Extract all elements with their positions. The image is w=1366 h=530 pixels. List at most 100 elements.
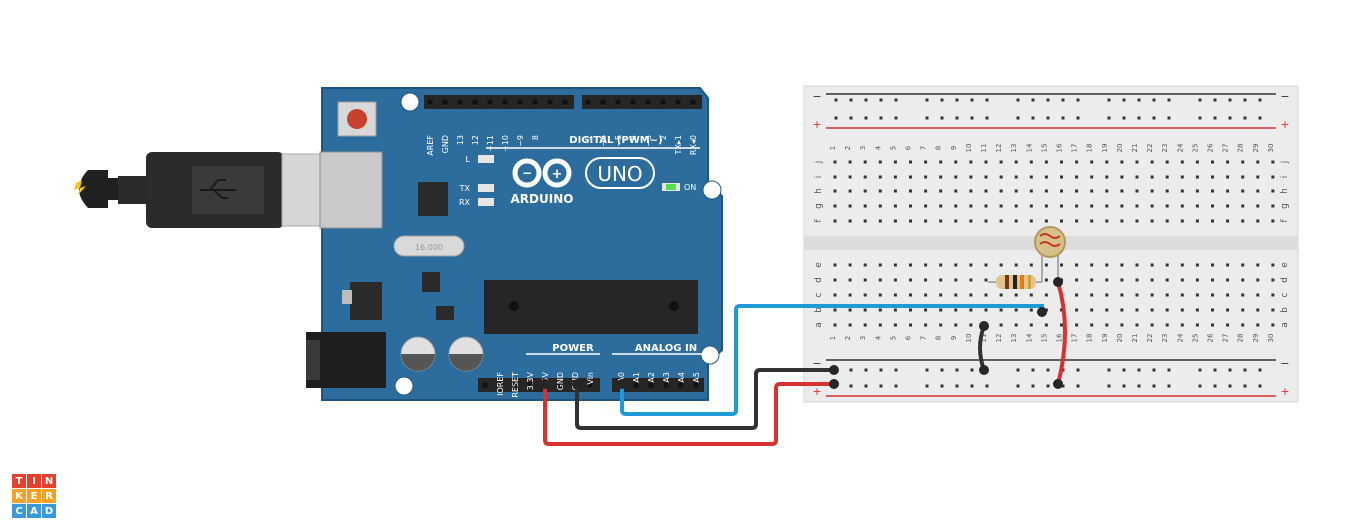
breadboard-hole[interactable]	[1060, 160, 1063, 164]
breadboard-hole[interactable]	[1120, 204, 1124, 208]
breadboard-hole[interactable]	[1135, 263, 1139, 267]
rail-hole[interactable]	[970, 368, 974, 372]
breadboard-hole[interactable]	[939, 204, 943, 208]
breadboard-hole[interactable]	[1060, 204, 1063, 208]
rail-hole[interactable]	[1137, 116, 1141, 120]
rail-hole[interactable]	[879, 384, 883, 388]
rail-hole[interactable]	[864, 98, 868, 102]
header-pin[interactable]	[690, 99, 696, 105]
wire-5v-red[interactable]	[540, 379, 839, 446]
rail-hole[interactable]	[1213, 368, 1217, 372]
breadboard-hole[interactable]	[1014, 160, 1018, 164]
rail-hole[interactable]	[1152, 98, 1156, 102]
breadboard-hole[interactable]	[1271, 175, 1275, 179]
breadboard-hole[interactable]	[893, 160, 897, 164]
breadboard-hole[interactable]	[909, 160, 912, 164]
breadboard-hole[interactable]	[893, 308, 897, 312]
breadboard-hole[interactable]	[1075, 278, 1079, 282]
breadboard-hole[interactable]	[1150, 189, 1154, 193]
breadboard-hole[interactable]	[909, 219, 912, 223]
breadboard-hole[interactable]	[1105, 189, 1109, 193]
breadboard-hole[interactable]	[1195, 175, 1199, 179]
breadboard-hole[interactable]	[939, 293, 943, 297]
rail-hole[interactable]	[1228, 98, 1232, 102]
header-pin[interactable]	[482, 382, 488, 388]
breadboard-hole[interactable]	[1195, 263, 1199, 267]
breadboard-hole[interactable]	[1211, 219, 1214, 223]
breadboard-hole[interactable]	[1120, 160, 1124, 164]
breadboard-hole[interactable]	[999, 204, 1003, 208]
breadboard-hole[interactable]	[1271, 278, 1275, 282]
breadboard-hole[interactable]	[1029, 219, 1033, 223]
breadboard-hole[interactable]	[1105, 160, 1109, 164]
breadboard-hole[interactable]	[1090, 323, 1094, 327]
breadboard-hole[interactable]	[833, 160, 837, 164]
rail-hole[interactable]	[849, 98, 853, 102]
rail-hole[interactable]	[1228, 384, 1232, 388]
breadboard-hole[interactable]	[1029, 308, 1033, 312]
breadboard-hole[interactable]	[1271, 308, 1275, 312]
breadboard-hole[interactable]	[863, 308, 867, 312]
wire-gnd-breadboard[interactable]	[978, 321, 989, 375]
breadboard-hole[interactable]	[1256, 189, 1260, 193]
breadboard-hole[interactable]	[1150, 293, 1154, 297]
breadboard-hole[interactable]	[1105, 175, 1109, 179]
breadboard-hole[interactable]	[984, 204, 988, 208]
header-pin[interactable]	[517, 99, 523, 105]
breadboard-hole[interactable]	[984, 175, 988, 179]
breadboard-hole[interactable]	[878, 175, 882, 179]
breadboard-hole[interactable]	[878, 323, 882, 327]
breadboard-hole[interactable]	[1241, 308, 1245, 312]
breadboard-hole[interactable]	[1075, 308, 1079, 312]
breadboard-hole[interactable]	[1150, 204, 1154, 208]
breadboard-hole[interactable]	[939, 278, 943, 282]
breadboard-hole[interactable]	[878, 189, 882, 193]
rail-hole[interactable]	[1046, 98, 1050, 102]
breadboard-hole[interactable]	[863, 204, 867, 208]
header-pin[interactable]	[547, 99, 553, 105]
rail-hole[interactable]	[970, 384, 974, 388]
breadboard-hole[interactable]	[939, 219, 943, 223]
breadboard-hole[interactable]	[1180, 293, 1184, 297]
breadboard-hole[interactable]	[1256, 263, 1260, 267]
breadboard-hole[interactable]	[1029, 189, 1033, 193]
breadboard-hole[interactable]	[878, 160, 882, 164]
rail-hole[interactable]	[894, 116, 898, 120]
breadboard-hole[interactable]	[1211, 175, 1214, 179]
breadboard-hole[interactable]	[1014, 219, 1018, 223]
rail-hole[interactable]	[1152, 384, 1156, 388]
rail-hole[interactable]	[894, 368, 898, 372]
breadboard-hole[interactable]	[1135, 160, 1139, 164]
breadboard-hole[interactable]	[1241, 278, 1245, 282]
rail-hole[interactable]	[1213, 98, 1217, 102]
breadboard-hole[interactable]	[833, 293, 837, 297]
breadboard-hole[interactable]	[909, 175, 912, 179]
breadboard-hole[interactable]	[984, 293, 988, 297]
breadboard-hole[interactable]	[1211, 278, 1214, 282]
breadboard-hole[interactable]	[1211, 204, 1214, 208]
breadboard-hole[interactable]	[1135, 204, 1139, 208]
breadboard-hole[interactable]	[1256, 160, 1260, 164]
rail-hole[interactable]	[1107, 98, 1111, 102]
breadboard-hole[interactable]	[1165, 323, 1169, 327]
rail-hole[interactable]	[1167, 98, 1171, 102]
breadboard-hole[interactable]	[893, 219, 897, 223]
header-pin[interactable]	[512, 382, 518, 388]
breadboard-hole[interactable]	[1241, 323, 1245, 327]
breadboard-hole[interactable]	[1120, 323, 1124, 327]
breadboard-hole[interactable]	[1105, 293, 1109, 297]
header-pin[interactable]	[587, 382, 593, 388]
rail-hole[interactable]	[1046, 384, 1050, 388]
breadboard-hole[interactable]	[1150, 323, 1154, 327]
breadboard-hole[interactable]	[893, 293, 897, 297]
breadboard-hole[interactable]	[1180, 278, 1184, 282]
breadboard-hole[interactable]	[924, 175, 928, 179]
rail-hole[interactable]	[879, 98, 883, 102]
rail-hole[interactable]	[925, 384, 929, 388]
breadboard-hole[interactable]	[848, 219, 852, 223]
rail-hole[interactable]	[1122, 98, 1126, 102]
header-pin[interactable]	[487, 99, 493, 105]
breadboard-hole[interactable]	[999, 219, 1003, 223]
header-pin[interactable]	[497, 382, 503, 388]
wire-gnd-black[interactable]	[572, 365, 839, 430]
